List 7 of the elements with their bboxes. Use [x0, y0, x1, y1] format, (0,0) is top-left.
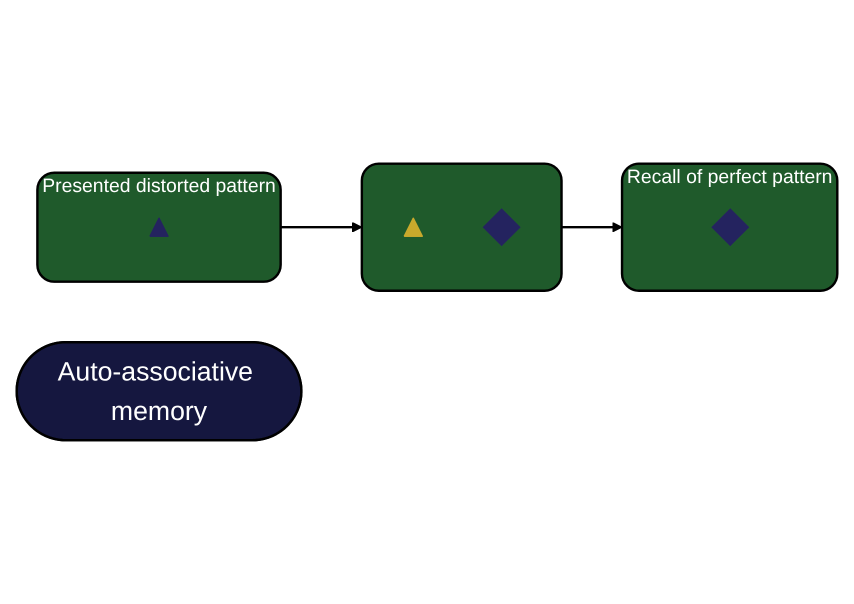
cluster: Presented distorted pattern	[36, 172, 282, 283]
cluster: Recall of perfect pattern	[620, 162, 839, 292]
node-diamond	[711, 208, 750, 246]
arrow	[562, 222, 623, 233]
arrow	[280, 222, 362, 233]
cluster	[360, 162, 563, 292]
node-diamond	[482, 208, 521, 246]
